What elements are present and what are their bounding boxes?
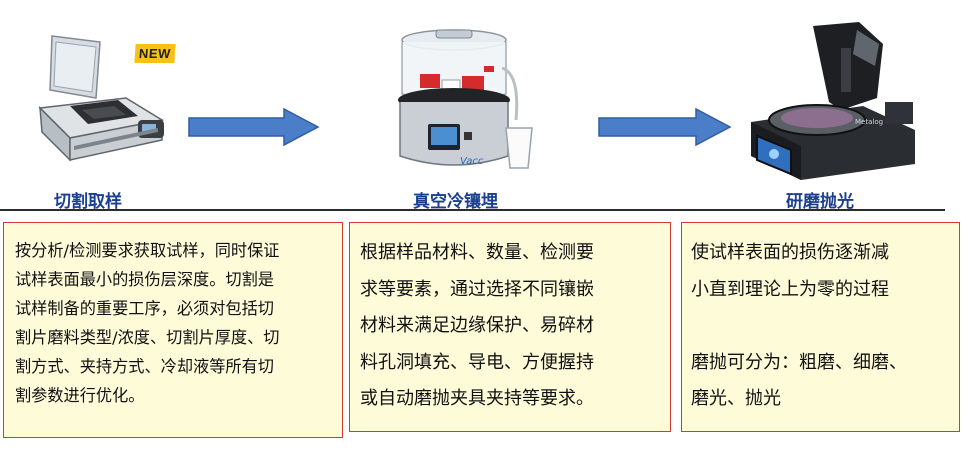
description-line: 割方式、夹持方式、冷却液等所有切 — [15, 357, 274, 376]
description-line-blank — [691, 308, 959, 345]
description-line: 料孔洞填充、导电、方便握持 — [360, 351, 594, 373]
step-caption-cutting: 切割取样 — [54, 192, 122, 212]
svg-text:Vacc: Vacc — [460, 156, 484, 167]
description-box-cutting: 按分析/检测要求获取试样，同时保证 试样表面最小的损伤层深度。切割是 试样制备的… — [3, 222, 343, 438]
description-line: 或自动磨抛夹具夹持等要求。 — [360, 388, 594, 409]
description-line: 试样制备的重要工序，必须对包括切 — [15, 299, 274, 318]
description-box-grinding-polishing: 使试样表面的损伤逐渐减 小直到理论上为零的过程 磨抛可分为：粗磨、细磨、 磨光、… — [681, 222, 960, 432]
description-line: 试样表面最小的损伤层深度。切割是 — [15, 270, 274, 289]
description-line: 割参数进行优化。 — [15, 386, 145, 405]
description-line: 磨抛可分为：粗磨、细磨、 — [691, 351, 907, 373]
description-line: 根据样品材料、数量、检测要 — [360, 242, 594, 263]
new-badge: NEW — [134, 44, 176, 63]
description-line: 材料来满足边缘保护、易碎材 — [360, 315, 594, 336]
description-box-vacuum-mounting: 根据样品材料、数量、检测要 求等要素，通过选择不同镶嵌 材料来满足边缘保护、易碎… — [349, 222, 671, 432]
description-line: 求等要素，通过选择不同镶嵌 — [360, 278, 594, 300]
description-line: 小直到理论上为零的过程 — [691, 278, 889, 300]
vacuum-mounting-image: Vacc — [398, 29, 533, 169]
arrow-right-icon — [598, 108, 732, 146]
cutting-machine-image — [38, 35, 165, 162]
grinding-polishing-machine-image: Metalog — [751, 22, 915, 180]
svg-text:Metalog: Metalog — [855, 118, 883, 126]
step-caption-vacuum-mounting: 真空冷镶埋 — [413, 192, 498, 212]
description-line: 按分析/检测要求获取试样，同时保证 — [15, 241, 280, 260]
description-line: 使试样表面的损伤逐渐减 — [691, 242, 889, 263]
step-caption-grinding-polishing: 研磨抛光 — [786, 192, 854, 212]
divider-line — [0, 209, 945, 211]
description-line: 割片磨料类型/浓度、切割片厚度、切 — [15, 328, 280, 347]
arrow-right-icon — [188, 108, 320, 146]
description-line: 磨光、抛光 — [691, 388, 781, 409]
